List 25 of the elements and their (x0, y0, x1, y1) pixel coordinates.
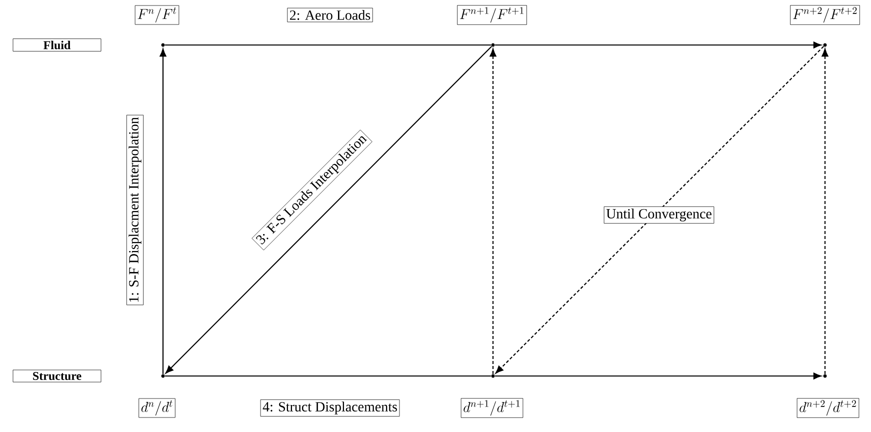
domain-box: Structure (12, 370, 102, 382)
arrow (160, 48, 166, 374)
grid-point (161, 43, 165, 47)
grid-point (823, 43, 827, 47)
state-label: $F^n/F^t$ (134, 5, 180, 25)
state-label: $d^{n+2}/d^{t+2}$ (796, 398, 860, 418)
state-label: $d^{n+1}/d^{t+1}$ (460, 398, 524, 418)
edge-label: 2: Aero Loads (287, 8, 373, 22)
state-label: $F^{n+2}/F^{t+2}$ (790, 5, 860, 25)
arrow (165, 46, 492, 374)
arrow (490, 48, 496, 374)
grid-point (823, 374, 827, 378)
state-label: $d^n/d^t$ (138, 398, 176, 418)
edge-label: Until Convergence (604, 206, 714, 224)
grid-point (161, 374, 165, 378)
arrow (495, 46, 824, 374)
arrow (822, 48, 828, 374)
edge-label: 4: Struct Displacements (260, 399, 400, 417)
grid-point (491, 374, 495, 378)
domain-box: Fluid (12, 38, 102, 52)
edge-label: 1: S-F Displacment Interpolation (126, 114, 144, 306)
state-label: $F^{n+1}/F^{t+1}$ (457, 5, 527, 25)
arrow (494, 42, 822, 48)
grid-point (491, 43, 495, 47)
arrow (494, 372, 822, 380)
